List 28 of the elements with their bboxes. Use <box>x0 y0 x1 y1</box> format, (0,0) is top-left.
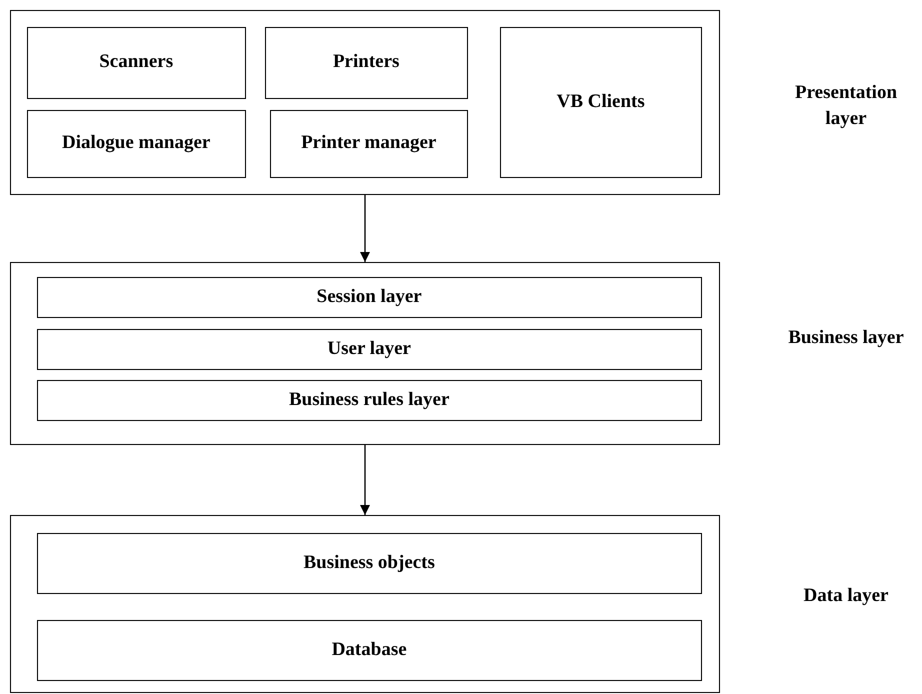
component-label: Dialogue manager <box>62 131 210 156</box>
component-label: Printers <box>332 50 400 74</box>
component-label: Scanners <box>99 50 174 74</box>
component-label: Database <box>332 638 407 662</box>
component-box <box>26 26 246 99</box>
layer-label: Business layer <box>787 326 905 350</box>
component-label: Business objects <box>303 550 435 575</box>
layer-label: Presentation layer <box>794 81 898 131</box>
arrow <box>360 195 370 262</box>
component-label: Printer manager <box>301 131 436 156</box>
component-box <box>36 276 702 318</box>
component-box <box>36 532 702 594</box>
component-box <box>36 380 702 421</box>
component-box <box>264 26 468 99</box>
layer-panel <box>10 262 720 445</box>
component-label: VB Clients <box>556 90 645 114</box>
component-box <box>270 110 468 178</box>
component-box <box>500 26 702 178</box>
layer-panel <box>10 10 720 195</box>
component-label: Business rules layer <box>288 388 450 412</box>
component-box <box>36 328 702 370</box>
arrow <box>360 445 370 515</box>
layer-label: Data layer <box>802 584 890 608</box>
component-label: User layer <box>327 336 411 361</box>
component-box <box>36 620 702 681</box>
component-box <box>26 110 246 178</box>
component-label: Session layer <box>316 284 422 309</box>
layer-panel <box>10 515 720 693</box>
